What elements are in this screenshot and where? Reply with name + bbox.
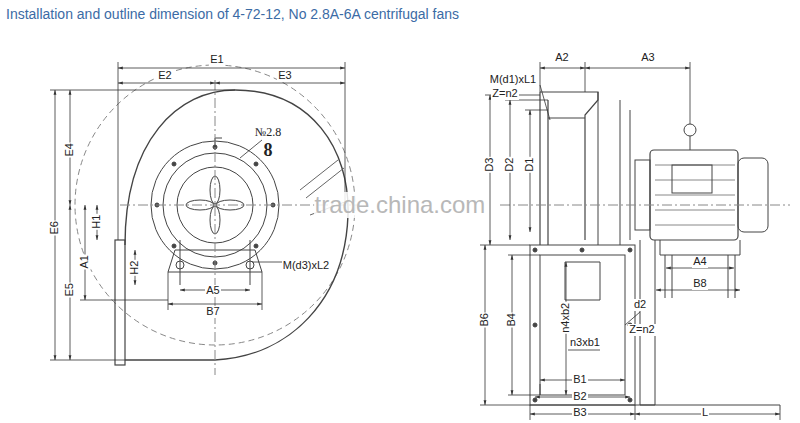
fan-number: 8 bbox=[263, 141, 274, 160]
dimension-label: E4 bbox=[64, 142, 76, 157]
dimension-label: D2 bbox=[504, 157, 516, 173]
dimension-label: A4 bbox=[692, 256, 707, 268]
fan-number: №2.8 bbox=[254, 126, 282, 139]
dimension-label: B4 bbox=[506, 312, 518, 327]
dimension-label: L bbox=[701, 407, 709, 419]
dimension-label: A1 bbox=[79, 254, 91, 269]
drawing-title: Installation and outline dimension of 4-… bbox=[6, 6, 459, 22]
dimension-label: E2 bbox=[157, 70, 172, 82]
dimension-label: H2 bbox=[129, 260, 141, 276]
dimension-label: A3 bbox=[640, 52, 655, 64]
dimension-label: H1 bbox=[91, 214, 103, 230]
dimension-label: Z=n2 bbox=[628, 324, 655, 336]
dimension-label: E5 bbox=[64, 282, 76, 297]
dimension-label: B3 bbox=[572, 407, 587, 419]
dimension-label: n4xb2 bbox=[560, 302, 572, 334]
dimension-label: M(d3)xL2 bbox=[282, 260, 330, 272]
watermark: trade.china.com bbox=[314, 192, 487, 217]
dimension-label: n3xb1 bbox=[569, 337, 601, 349]
dimension-label: d2 bbox=[633, 299, 647, 311]
dimension-label: D1 bbox=[524, 157, 536, 173]
dimension-label: Z=n2 bbox=[491, 88, 518, 100]
dimension-label: E6 bbox=[49, 220, 61, 235]
dimension-label: A5 bbox=[205, 285, 220, 297]
dimension-label: E1 bbox=[209, 54, 224, 66]
dimension-label: B1 bbox=[572, 374, 587, 386]
dimension-label: B6 bbox=[479, 312, 491, 327]
dimension-label: M(d1)xL1 bbox=[489, 74, 537, 86]
dimension-label: E3 bbox=[277, 70, 292, 82]
dimension-label: D3 bbox=[484, 157, 496, 173]
dimension-label: A2 bbox=[554, 52, 569, 64]
dimension-label: B7 bbox=[205, 306, 220, 318]
dimension-label: B8 bbox=[692, 278, 707, 290]
dimension-label: B2 bbox=[572, 391, 587, 403]
